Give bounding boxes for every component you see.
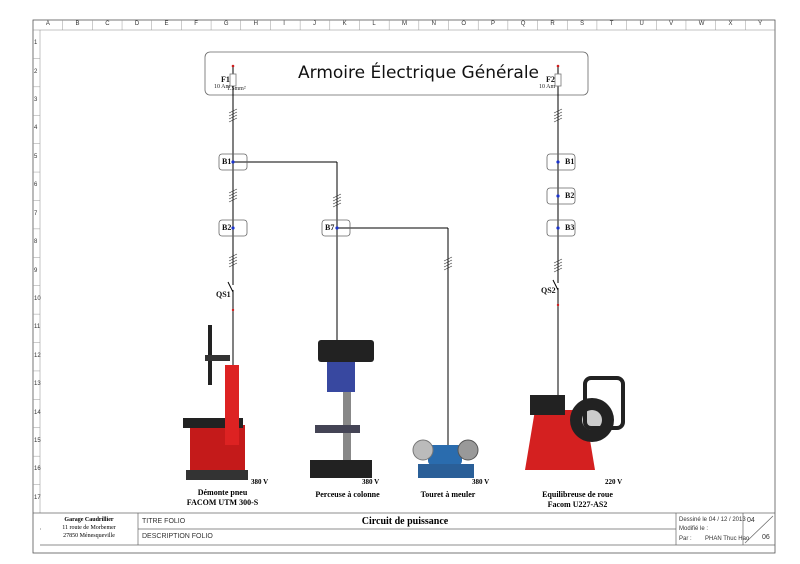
column-label-T: T	[609, 21, 614, 27]
row-label-14: 14	[34, 409, 41, 416]
row-label-4: 4	[34, 125, 38, 132]
caption-drill: Perceuse à colonne	[315, 490, 380, 499]
column-label-Q: Q	[520, 21, 526, 27]
row-label-3: 3	[34, 97, 38, 104]
column-label-V: V	[669, 21, 674, 27]
switch-qs2[interactable]: QS2	[541, 286, 556, 295]
junction-b2-left[interactable]: B2	[222, 223, 232, 232]
drill-press-image	[310, 340, 374, 478]
drawn-label: Dessiné le :	[679, 517, 711, 523]
folio-title: Circuit de puissance	[361, 516, 449, 527]
junction-b7[interactable]: B7	[325, 223, 335, 232]
junction-b1-left[interactable]: B1	[222, 157, 232, 166]
column-label-P: P	[491, 21, 496, 27]
junction-b1-right[interactable]: B1	[565, 157, 575, 166]
fuse-f1-label: F1	[221, 75, 230, 84]
switch-qs1[interactable]: QS1	[216, 290, 231, 299]
fuse-f1-rating: 10 Am	[214, 84, 231, 90]
cable-hatch	[553, 258, 563, 273]
junction-boxes	[218, 153, 576, 237]
row-label-12: 12	[34, 352, 41, 359]
folio-total: 06	[762, 534, 770, 541]
column-label-B: B	[75, 21, 80, 27]
drawn-date: 04 / 12 / 2013	[709, 517, 746, 523]
column-label-S: S	[580, 21, 585, 27]
row-label-9: 9	[34, 267, 38, 274]
by-label: Par :	[679, 536, 692, 542]
cabinet-title: Armoire Électrique Générale	[298, 63, 540, 83]
title-block-grid	[33, 512, 775, 546]
fuse-f2	[554, 73, 562, 87]
cable-section-label: 1.5mm²	[227, 86, 246, 92]
column-label-A: A	[45, 21, 50, 27]
voltage-balancer: 220 V	[605, 478, 623, 486]
cable-hatch	[228, 108, 238, 123]
cable-hatch	[228, 253, 238, 268]
folio-number: 04	[747, 517, 755, 524]
fuse-f2-rating: 10 Am	[539, 84, 556, 90]
row-label-5: 5	[34, 153, 38, 160]
column-label-W: W	[698, 21, 705, 27]
fuse-f2-label: F2	[546, 75, 555, 84]
column-label-F: F	[194, 21, 198, 27]
row-label-10: 10	[34, 295, 41, 302]
column-label-R: R	[550, 21, 555, 27]
description-folio-label: DESCRIPTION FOLIO	[142, 533, 213, 540]
column-label-E: E	[164, 21, 169, 27]
modified-label: Modifié le :	[679, 526, 709, 532]
column-label-M: M	[402, 21, 407, 27]
wires	[232, 65, 559, 445]
column-label-J: J	[312, 21, 316, 27]
cabinet-box	[204, 51, 589, 96]
junction-b2-right[interactable]: B2	[565, 191, 575, 200]
cable-hatch	[332, 193, 342, 208]
row-label-11: 11	[34, 324, 41, 331]
switches	[227, 279, 560, 293]
column-label-N: N	[431, 21, 437, 27]
column-label-U: U	[639, 21, 644, 27]
column-label-I: I	[283, 21, 285, 27]
nodes	[231, 160, 560, 230]
column-label-H: H	[253, 21, 258, 27]
column-label-C: C	[105, 21, 110, 27]
voltage-drill: 380 V	[362, 478, 380, 486]
row-label-16: 16	[34, 466, 41, 473]
sheet-frame	[32, 19, 776, 554]
row-label-6: 6	[34, 182, 38, 189]
voltage-grinder: 380 V	[472, 478, 490, 486]
author: PHAN Thuc Hao	[705, 536, 750, 542]
cable-hatch	[553, 108, 563, 123]
column-label-G: G	[223, 21, 229, 27]
column-label-Y: Y	[758, 21, 763, 27]
voltage-tyre-changer: 380 V	[251, 478, 269, 486]
wheel-balancer-image	[525, 376, 625, 470]
column-label-X: X	[728, 21, 733, 27]
fuse-f1	[229, 73, 237, 87]
row-label-8: 8	[34, 239, 38, 246]
bench-grinder-image	[412, 439, 479, 478]
column-label-L: L	[372, 21, 376, 27]
cable-hatch	[443, 256, 453, 271]
column-label-K: K	[342, 21, 347, 27]
fuse-holders	[229, 73, 562, 87]
junction-b3-right[interactable]: B3	[565, 223, 575, 232]
row-label-1: 1	[34, 40, 38, 47]
row-label-15: 15	[34, 437, 41, 444]
caption-grinder: Touret à meuler	[420, 490, 476, 499]
row-label-13: 13	[34, 381, 41, 388]
row-label-17: 17	[34, 494, 41, 501]
titre-folio-label: TITRE FOLIO	[142, 518, 186, 525]
column-label-D: D	[134, 21, 140, 27]
row-label-7: 7	[34, 210, 38, 217]
row-label-2: 2	[34, 68, 38, 75]
tyre-changer-image	[183, 325, 248, 480]
cable-hatch	[228, 188, 238, 203]
column-label-O: O	[461, 21, 467, 27]
